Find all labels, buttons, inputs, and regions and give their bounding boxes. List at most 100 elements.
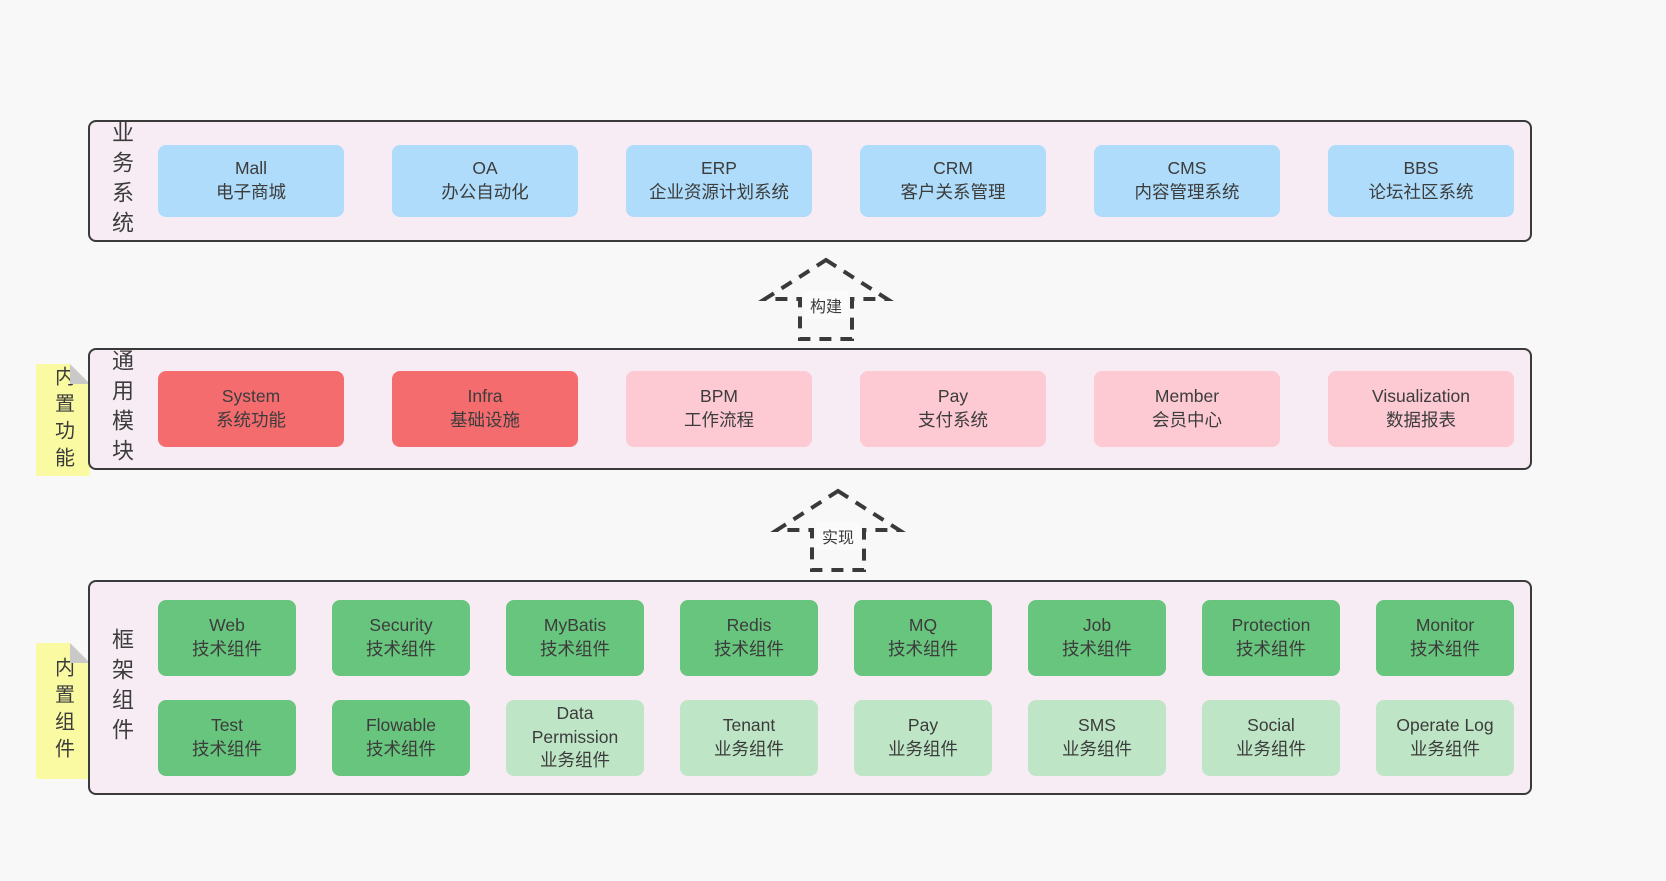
box-mybatis: MyBatis 技术组件 — [506, 599, 644, 676]
box-title: Social — [1247, 714, 1295, 735]
box-title: Pay — [907, 714, 939, 735]
section-label-text: 业务系统 — [109, 121, 134, 241]
box-redis: Redis 技术组件 — [680, 599, 818, 676]
box-subtitle: 技术组件 — [1062, 638, 1132, 659]
box-subtitle: 业务组件 — [540, 750, 610, 771]
implement-arrow: 实现 — [768, 486, 908, 574]
box-subtitle: 会员中心 — [1152, 410, 1222, 430]
box-subtitle: 技术组件 — [1410, 638, 1480, 659]
box-subtitle: 业务组件 — [1236, 738, 1306, 759]
box-title: MQ — [908, 614, 938, 635]
box-data-permission: Data Permission 业务组件 — [506, 699, 644, 776]
box-title: Protection — [1231, 614, 1311, 635]
box-operate-log: Operate Log 业务组件 — [1376, 699, 1514, 776]
box-pay-module: Pay 支付系统 — [860, 371, 1046, 447]
box-title: CRM — [933, 158, 973, 179]
box-subtitle: 电子商城 — [216, 182, 286, 202]
box-title: Member — [1154, 386, 1220, 407]
box-title: Job — [1082, 614, 1112, 635]
folded-corner-icon — [70, 643, 90, 663]
box-title: Infra — [467, 386, 503, 407]
build-arrow-label: 构建 — [803, 291, 849, 319]
box-subtitle: 客户关系管理 — [900, 182, 1006, 202]
box-title: SMS — [1078, 714, 1116, 735]
box-social: Social 业务组件 — [1202, 699, 1340, 776]
box-subtitle: 论坛社区系统 — [1368, 182, 1474, 202]
box-subtitle: 系统功能 — [216, 410, 286, 430]
box-mall: Mall 电子商城 — [158, 145, 344, 217]
box-subtitle: 技术组件 — [366, 738, 436, 759]
box-title: System — [221, 386, 281, 407]
box-sms: SMS 业务组件 — [1028, 699, 1166, 776]
box-subtitle: 基础设施 — [450, 410, 520, 430]
tab-builtin-components: 内置组件 — [36, 643, 90, 779]
box-title: Data Permission — [531, 702, 619, 747]
box-visualization: Visualization 数据报表 — [1328, 371, 1514, 447]
box-title: BPM — [700, 386, 738, 407]
box-subtitle: 内容管理系统 — [1134, 182, 1240, 202]
box-title: MyBatis — [543, 614, 607, 635]
tab-label: 内置组件 — [51, 657, 74, 765]
box-subtitle: 技术组件 — [540, 638, 610, 659]
box-monitor: Monitor 技术组件 — [1376, 599, 1514, 676]
box-test: Test 技术组件 — [158, 699, 296, 776]
box-subtitle: 技术组件 — [366, 638, 436, 659]
box-title: Mall — [234, 158, 268, 179]
box-subtitle: 业务组件 — [714, 738, 784, 759]
box-title: Visualization — [1372, 386, 1470, 407]
box-title: Test — [210, 714, 244, 735]
build-arrow: 构建 — [756, 255, 896, 343]
section-label-business-systems: 业务系统 — [102, 121, 140, 241]
box-subtitle: 办公自动化 — [441, 182, 529, 202]
box-title: Tenant — [722, 714, 776, 735]
box-oa: OA 办公自动化 — [392, 145, 578, 217]
box-title: Pay — [937, 386, 969, 407]
folded-corner-icon — [70, 364, 90, 384]
box-web: Web 技术组件 — [158, 599, 296, 676]
box-subtitle: 技术组件 — [888, 638, 958, 659]
section-label-text: 通用模块 — [109, 349, 134, 469]
box-title: Redis — [726, 614, 772, 635]
box-security: Security 技术组件 — [332, 599, 470, 676]
box-tenant: Tenant 业务组件 — [680, 699, 818, 776]
box-erp: ERP 企业资源计划系统 — [626, 145, 812, 217]
box-title: Monitor — [1415, 614, 1475, 635]
box-mq: MQ 技术组件 — [854, 599, 992, 676]
common-modules-grid: System 系统功能 Infra 基础设施 BPM 工作流程 Pay 支付系统… — [158, 350, 1514, 468]
implement-arrow-label: 实现 — [815, 522, 861, 550]
box-infra: Infra 基础设施 — [392, 371, 578, 447]
section-common-modules: 通用模块 System 系统功能 Infra 基础设施 BPM 工作流程 Pay… — [88, 348, 1532, 470]
box-protection: Protection 技术组件 — [1202, 599, 1340, 676]
box-subtitle: 工作流程 — [684, 410, 754, 430]
box-cms: CMS 内容管理系统 — [1094, 145, 1280, 217]
section-label-text: 框架组件 — [109, 627, 134, 748]
box-title: ERP — [701, 158, 737, 179]
box-subtitle: 支付系统 — [918, 410, 988, 430]
business-systems-grid: Mall 电子商城 OA 办公自动化 ERP 企业资源计划系统 CRM 客户关系… — [158, 122, 1514, 240]
dashed-up-arrow-icon — [770, 488, 906, 572]
box-subtitle: 技术组件 — [714, 638, 784, 659]
box-job: Job 技术组件 — [1028, 599, 1166, 676]
box-flowable: Flowable 技术组件 — [332, 699, 470, 776]
box-subtitle: 业务组件 — [888, 738, 958, 759]
box-system: System 系统功能 — [158, 371, 344, 447]
tab-label: 内置功能 — [51, 366, 74, 474]
box-title: Web — [209, 614, 245, 635]
tab-builtin-features: 内置功能 — [36, 364, 90, 476]
box-subtitle: 企业资源计划系统 — [649, 182, 789, 202]
box-title: BBS — [1403, 158, 1439, 179]
box-subtitle: 技术组件 — [192, 738, 262, 759]
section-framework-components: 框架组件 Web 技术组件 Security 技术组件 MyBatis 技术组件… — [88, 580, 1532, 795]
box-title: Flowable — [365, 714, 437, 735]
box-subtitle: 业务组件 — [1410, 738, 1480, 759]
box-member: Member 会员中心 — [1094, 371, 1280, 447]
box-subtitle: 业务组件 — [1062, 738, 1132, 759]
section-label-framework-components: 框架组件 — [102, 582, 140, 793]
box-subtitle: 技术组件 — [192, 638, 262, 659]
box-subtitle: 技术组件 — [1236, 638, 1306, 659]
box-title: Operate Log — [1396, 714, 1494, 735]
framework-components-grid: Web 技术组件 Security 技术组件 MyBatis 技术组件 Redi… — [158, 582, 1514, 793]
box-bbs: BBS 论坛社区系统 — [1328, 145, 1514, 217]
box-bpm: BPM 工作流程 — [626, 371, 812, 447]
